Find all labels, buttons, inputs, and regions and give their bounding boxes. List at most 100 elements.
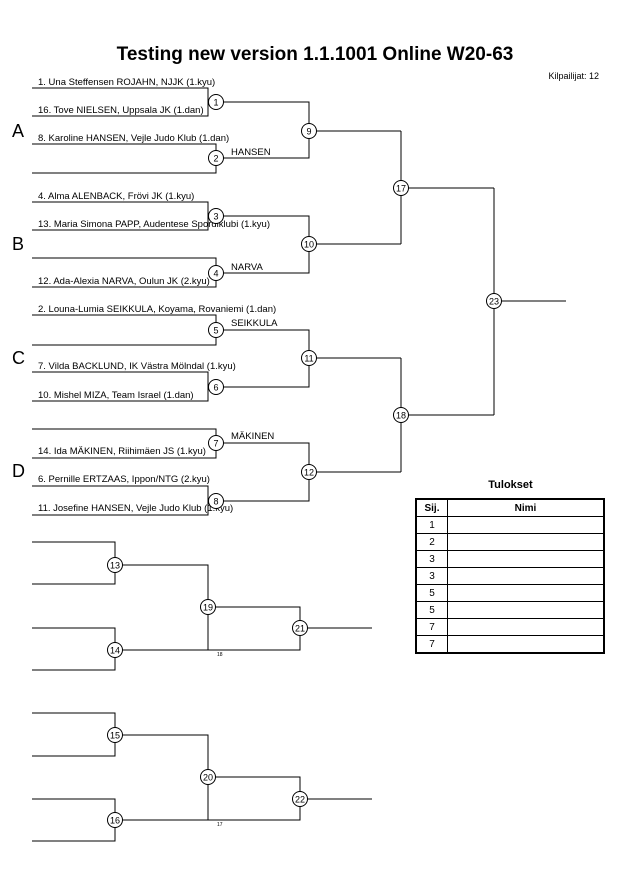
match-number: 10: [304, 239, 314, 249]
match-number: 19: [203, 602, 213, 612]
match-number: 1: [213, 97, 218, 107]
results-row: 3: [415, 550, 605, 568]
results-header-name: Nimi: [447, 498, 605, 517]
match-number: 5: [213, 325, 218, 335]
match-number: 14: [110, 645, 120, 655]
match-circle: [301, 236, 317, 252]
match-number: 2: [213, 153, 218, 163]
match-circle: [393, 407, 409, 423]
match-circle: [208, 150, 224, 166]
results-name: [447, 567, 605, 585]
match-number: 7: [213, 438, 218, 448]
winner-name: MÄKINEN: [231, 431, 274, 442]
match-number: 15: [110, 730, 120, 740]
match-circle: [208, 265, 224, 281]
results-name: [447, 584, 605, 602]
results-place: 1: [415, 516, 448, 534]
match-circle: [208, 94, 224, 110]
results-place: 3: [415, 550, 448, 568]
match-number: 9: [306, 126, 311, 136]
match-number: 23: [489, 296, 499, 306]
match-circle: [301, 464, 317, 480]
match-number: 20: [203, 772, 213, 782]
results-row: 5: [415, 601, 605, 619]
match-number: 16: [110, 815, 120, 825]
winner-name: NARVA: [231, 262, 264, 273]
match-circle: [208, 379, 224, 395]
results-row: 1: [415, 516, 605, 534]
competitor-name: 11. Josefine HANSEN, Vejle Judo Klub (1.…: [38, 503, 233, 514]
match-number: 3: [213, 211, 218, 221]
results-row: 2: [415, 533, 605, 551]
match-circle: [208, 435, 224, 451]
competitor-name: 2. Louna-Lumia SEIKKULA, Koyama, Rovanie…: [38, 304, 276, 315]
pool-label-a: A: [12, 121, 24, 141]
results-row: 5: [415, 584, 605, 602]
match-number: 22: [295, 794, 305, 804]
results-table: Sij. Nimi 1 2 3 3 5 5 7 7: [415, 498, 605, 654]
results-place: 3: [415, 567, 448, 585]
winner-name: SEIKKULA: [231, 318, 278, 329]
results-row: 7: [415, 635, 605, 654]
match-circle: [208, 322, 224, 338]
match-circle: [292, 620, 308, 636]
match-number: 4: [213, 268, 218, 278]
competitor-name: 12. Ada-Alexia NARVA, Oulun JK (2.kyu): [38, 276, 210, 287]
results-place: 7: [415, 635, 448, 654]
match-number: 18: [396, 410, 406, 420]
results-place: 7: [415, 618, 448, 636]
match-number: 11: [304, 353, 313, 363]
match-circle: [107, 642, 123, 658]
results-name: [447, 635, 605, 654]
competitor-name: 16. Tove NIELSEN, Uppsala JK (1.dan): [38, 105, 204, 116]
match-circle: [292, 791, 308, 807]
results-place: 5: [415, 601, 448, 619]
competitor-name: 1. Una Steffensen ROJAHN, NJJK (1.kyu): [38, 77, 215, 88]
results-title: Tulokset: [488, 479, 533, 491]
match-number: 12: [304, 467, 314, 477]
competitor-name: 14. Ida MÄKINEN, Riihimäen JS (1.kyu): [38, 446, 206, 457]
competitor-name: 13. Maria Simona PAPP, Audentese Spordik…: [38, 219, 270, 230]
competitor-name: 10. Mishel MIZA, Team Israel (1.dan): [38, 390, 194, 401]
results-name: [447, 618, 605, 636]
results-header-place: Sij.: [415, 498, 448, 517]
results-name: [447, 601, 605, 619]
repechage-ref: 17: [217, 822, 223, 828]
match-circle: [200, 599, 216, 615]
match-circle: [200, 769, 216, 785]
match-circle: [107, 557, 123, 573]
match-number: 8: [213, 496, 218, 506]
match-number: 13: [110, 560, 120, 570]
pool-label-c: C: [12, 348, 25, 368]
results-name: [447, 516, 605, 534]
match-circle: [208, 208, 224, 224]
match-circle: [486, 293, 502, 309]
match-circle: [107, 812, 123, 828]
match-number: 17: [396, 183, 406, 193]
match-circle: [301, 123, 317, 139]
competitor-name: 4. Alma ALENBACK, Frövi JK (1.kyu): [38, 191, 194, 202]
repechage-ref: 18: [217, 652, 223, 658]
page-title: Testing new version 1.1.1001 Online W20-…: [116, 44, 514, 65]
results-name: [447, 550, 605, 568]
match-number: 6: [213, 382, 218, 392]
results-row: 7: [415, 618, 605, 636]
winner-name: HANSEN: [231, 147, 271, 158]
results-place: 5: [415, 584, 448, 602]
pool-label-d: D: [12, 461, 25, 481]
pool-label-b: B: [12, 234, 24, 254]
results-name: [447, 533, 605, 551]
match-circle: [107, 727, 123, 743]
competitor-name: 8. Karoline HANSEN, Vejle Judo Klub (1.d…: [38, 133, 229, 144]
competitor-name: 6. Pernille ERTZAAS, Ippon/NTG (2.kyu): [38, 474, 210, 485]
match-number: 21: [295, 623, 305, 633]
match-circle: [208, 493, 224, 509]
results-place: 2: [415, 533, 448, 551]
competitor-count: Kilpailijat: 12: [548, 71, 599, 81]
match-circle: [301, 350, 317, 366]
competitor-name: 7. Vilda BACKLUND, IK Västra Mölndal (1.…: [38, 361, 236, 372]
results-row: 3: [415, 567, 605, 585]
match-circle: [393, 180, 409, 196]
